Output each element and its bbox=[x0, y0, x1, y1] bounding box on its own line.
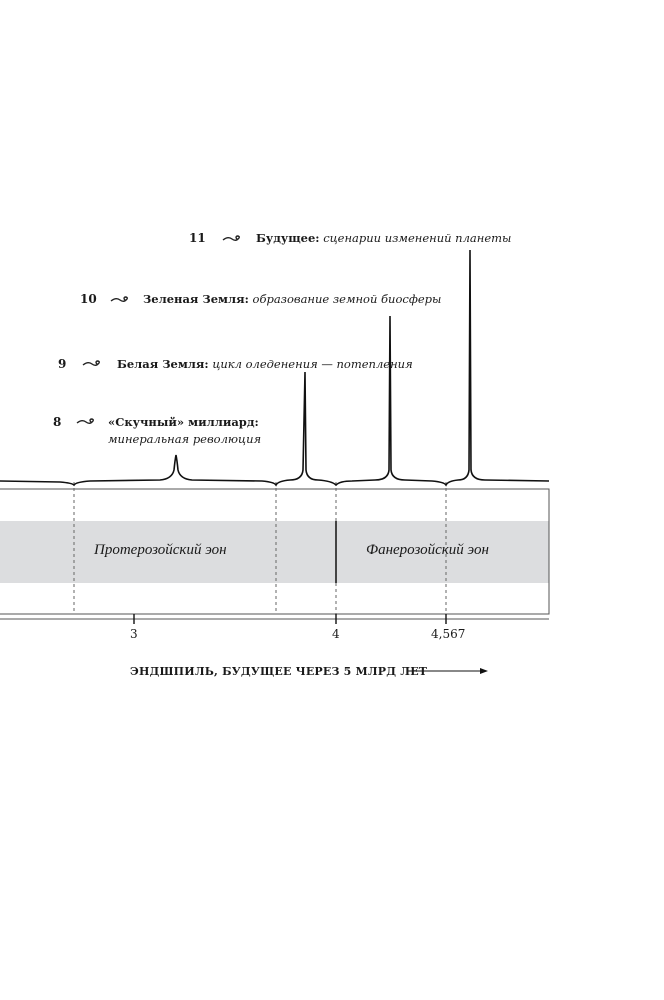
event-title: Белая Земля: bbox=[117, 357, 209, 371]
tick-label: 4 bbox=[332, 627, 340, 641]
event-subtitle: цикл оледенения — потепления bbox=[212, 357, 413, 371]
event-label: Будущее: сценарии изменений планеты bbox=[256, 231, 511, 245]
eon-label-proterozoic: Протерозойский эон bbox=[94, 542, 227, 558]
axis-ticks bbox=[133, 614, 447, 624]
swirl-ornament-icon bbox=[110, 296, 128, 302]
event-subtitle: образование земной биосферы bbox=[252, 292, 442, 306]
tick-label: 3 bbox=[130, 627, 138, 641]
event-label: Белая Земля: цикл оледенения — потеплени… bbox=[117, 357, 413, 371]
timeline-box bbox=[0, 488, 550, 615]
event-number: 11 bbox=[189, 231, 206, 245]
event-title: Зеленая Земля: bbox=[143, 292, 249, 306]
tick-label: 4,567 bbox=[431, 627, 466, 641]
dashed-dividers bbox=[73, 482, 447, 614]
eon-band bbox=[0, 521, 549, 583]
event-subtitle: сценарии изменений планеты bbox=[323, 231, 512, 245]
event-label: Зеленая Земля: образование земной биосфе… bbox=[143, 292, 441, 306]
arrow-icon bbox=[480, 668, 488, 674]
event-title: Будущее: bbox=[256, 231, 320, 245]
axis-title: ЭНДШПИЛЬ, БУДУЩЕЕ ЧЕРЕЗ 5 МЛРД ЛЕТ bbox=[130, 665, 428, 678]
event-title: «Скучный» миллиард: bbox=[108, 415, 259, 429]
swirl-ornament-icon bbox=[76, 418, 94, 424]
swirl-ornament-icon bbox=[82, 360, 100, 366]
event-number: 9 bbox=[58, 357, 67, 371]
event-number: 8 bbox=[53, 415, 62, 429]
event-number: 10 bbox=[80, 292, 97, 306]
eon-label-phanerozoic: Фанерозойский эон bbox=[366, 542, 489, 558]
event-subtitle: минеральная революция bbox=[108, 432, 262, 446]
brace-line bbox=[0, 249, 550, 487]
swirl-ornament-icon bbox=[222, 235, 240, 241]
